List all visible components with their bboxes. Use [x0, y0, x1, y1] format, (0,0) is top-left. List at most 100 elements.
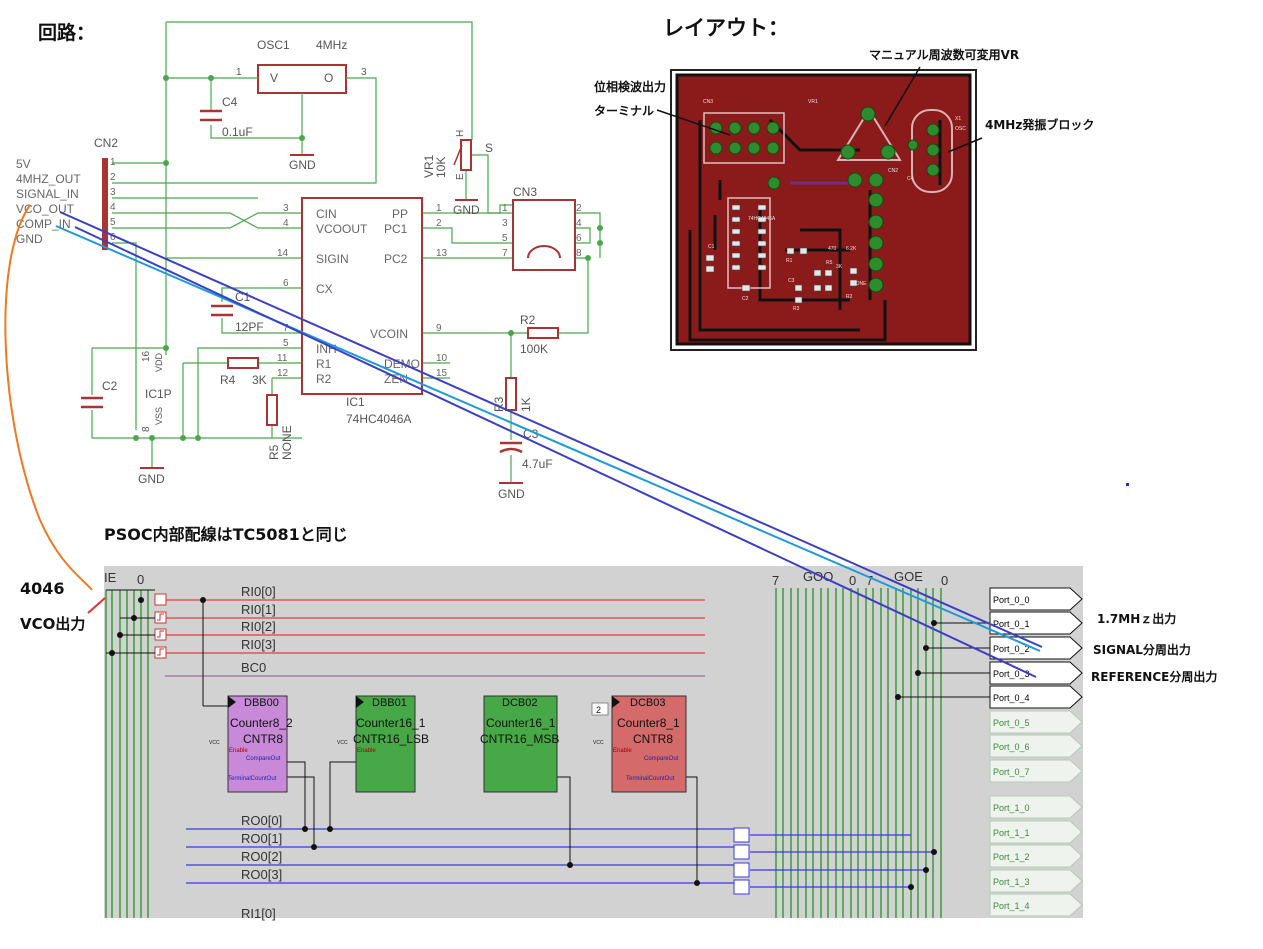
- ic1-lpin-name-3: CX: [316, 282, 333, 296]
- port-1-3[interactable]: Port_1_3: [989, 869, 1083, 893]
- ic1-lpin-name-0: CIN: [316, 207, 337, 221]
- pcb-c1: C1: [708, 244, 715, 250]
- block-dcb02-name: Counter16_1: [486, 716, 556, 730]
- block-dcb03-sub: CNTR8: [633, 732, 673, 746]
- r5-body: [266, 394, 278, 426]
- port-0-7-label: Port_0_7: [993, 767, 1030, 777]
- block-dcb03-badge: 2: [596, 705, 601, 715]
- vr1-val: 10K: [434, 157, 448, 178]
- port-1-2[interactable]: Port_1_2: [989, 844, 1083, 868]
- pcb-ic: 74HC4046A: [748, 216, 776, 222]
- port-0-6[interactable]: Port_0_6: [989, 734, 1083, 758]
- note-out-17mhz: 1.7MHｚ出力: [1097, 612, 1177, 626]
- block-dcb03-terminal: TerminalCountOut: [626, 776, 675, 782]
- ic1-lpin-num-3: 6: [283, 278, 289, 289]
- block-dcb03[interactable]: 2 DCB03 Counter8_1 CNTR8 VCC Enable Comp…: [591, 695, 687, 793]
- pcb-osc: OSC: [955, 126, 966, 132]
- block-dbb01-name: Counter16_1: [356, 716, 426, 730]
- port-0-2[interactable]: Port_0_2: [989, 636, 1083, 660]
- block-dcb03-name: Counter8_1: [617, 716, 680, 730]
- pcb-x1: X1: [955, 116, 961, 122]
- port-0-3[interactable]: Port_0_3: [989, 661, 1083, 685]
- psoc-zero-goe: 0: [941, 573, 948, 588]
- r4-body: [227, 357, 259, 369]
- block-dbb00-name: Counter8_2: [230, 716, 293, 730]
- cn3-left-0: 1: [502, 203, 508, 214]
- pcb-txt-c: 3K: [836, 264, 843, 270]
- ic1p-ref: IC1P: [145, 387, 172, 401]
- port-0-0[interactable]: Port_0_0: [989, 587, 1083, 611]
- port-1-3-label: Port_1_3: [993, 877, 1030, 887]
- block-dbb00-id: DBB00: [244, 697, 279, 709]
- overlay-dot: [1126, 483, 1129, 486]
- ic1-body: [301, 197, 423, 395]
- block-dbb00-vcc: VCC: [209, 740, 220, 746]
- port-0-3-label: Port_0_3: [993, 669, 1030, 679]
- note-ref-div: REFERENCE分周出力: [1091, 670, 1218, 684]
- pcb-cn3: CN3: [703, 99, 713, 105]
- ic1-lpin-name-2: SIGIN: [316, 252, 349, 266]
- note-signal-div: SIGNAL分周出力: [1093, 643, 1191, 657]
- pcb-r5: R5: [826, 260, 833, 266]
- osc1-freq: 4MHz: [316, 38, 347, 52]
- ic1-rpin-name-3: VCOIN: [370, 327, 408, 341]
- block-dbb00-enable: Enable: [229, 748, 248, 754]
- c4-val: 0.1uF: [222, 125, 253, 139]
- cn3-right-2: 6: [576, 233, 582, 244]
- psoc-zero-goo: 0: [849, 573, 856, 588]
- port-0-6-label: Port_0_6: [993, 742, 1030, 752]
- ic1-lpin-num-1: 4: [283, 218, 289, 229]
- ic1-ref: IC1: [346, 395, 365, 409]
- osc1-pin3: 3: [361, 67, 367, 78]
- psoc-ri1: RI1[0]: [241, 906, 276, 921]
- psoc-ro-0: RO0[0]: [241, 813, 282, 828]
- block-dbb01-vcc: VCC: [337, 740, 348, 746]
- cn2-body: [102, 158, 108, 250]
- ic1-rpin-name-0: PP: [392, 207, 408, 221]
- note-vco-out: VCO出力: [20, 615, 86, 633]
- pcb-c2: C2: [742, 296, 749, 302]
- psoc-ri-0: RI0[0]: [241, 584, 276, 599]
- port-1-1[interactable]: Port_1_1: [989, 820, 1083, 844]
- psoc-blocks: DBB00 Counter8_2 CNTR8 VCC Enable Compar…: [209, 695, 687, 793]
- block-dbb01[interactable]: DBB01 Counter16_1 CNTR16_LSB VCC Enable: [337, 695, 429, 793]
- block-dcb02[interactable]: DCB02 Counter16_1 CNTR16_MSB: [480, 695, 559, 793]
- overlay-lines: [4, 204, 1129, 678]
- block-dcb03-compare: CompareOut: [644, 756, 679, 762]
- psoc-ri-3: RI0[3]: [241, 637, 276, 652]
- ic1-lpin-name-6: R1: [316, 357, 332, 371]
- port-0-5[interactable]: Port_0_5: [989, 710, 1083, 734]
- ic1p-pin16: 16: [141, 350, 152, 362]
- ic1-rpin-num-2: 13: [436, 248, 448, 259]
- cn3-right-1: 4: [576, 218, 582, 229]
- block-dbb00[interactable]: DBB00 Counter8_2 CNTR8 VCC Enable Compar…: [209, 695, 293, 793]
- annotation-manual-vr: マニュアル周波数可変用VR: [869, 48, 1020, 62]
- port-0-5-label: Port_0_5: [993, 718, 1030, 728]
- vr1-body: [460, 139, 472, 171]
- cn2-pin-5: 6: [110, 232, 116, 243]
- port-1-4[interactable]: Port_1_4: [989, 893, 1083, 917]
- psoc-zero-left: 0: [137, 572, 144, 587]
- port-1-1-label: Port_1_1: [993, 828, 1030, 838]
- r3-body: [505, 377, 517, 411]
- ic1p-vdd: VDD: [154, 352, 164, 372]
- port-0-4[interactable]: Port_0_4: [989, 685, 1083, 709]
- ic1p-vss: VSS: [154, 407, 164, 425]
- port-0-1-label: Port_0_1: [993, 619, 1030, 629]
- gnd-osc: GND: [289, 158, 316, 172]
- r2-ref: R2: [520, 313, 536, 327]
- port-1-0[interactable]: Port_1_0: [989, 795, 1083, 819]
- pcb-board: [675, 73, 972, 346]
- ic1-part: 74HC4046A: [346, 412, 411, 426]
- block-dbb01-sub: CNTR16_LSB: [353, 732, 429, 746]
- port-0-7[interactable]: Port_0_7: [989, 759, 1083, 783]
- cn3-left-3: 7: [502, 248, 508, 259]
- psoc-ro-1: RO0[1]: [241, 831, 282, 846]
- osc1-o: O: [324, 71, 333, 85]
- block-dcb03-id: DCB03: [630, 697, 665, 709]
- cn3-right-3: 8: [576, 248, 582, 259]
- annotation-osc-block: 4MHz発振ブロック: [985, 118, 1095, 132]
- c3-val: 4.7uF: [522, 457, 553, 471]
- pcb-vr1: VR1: [808, 99, 818, 105]
